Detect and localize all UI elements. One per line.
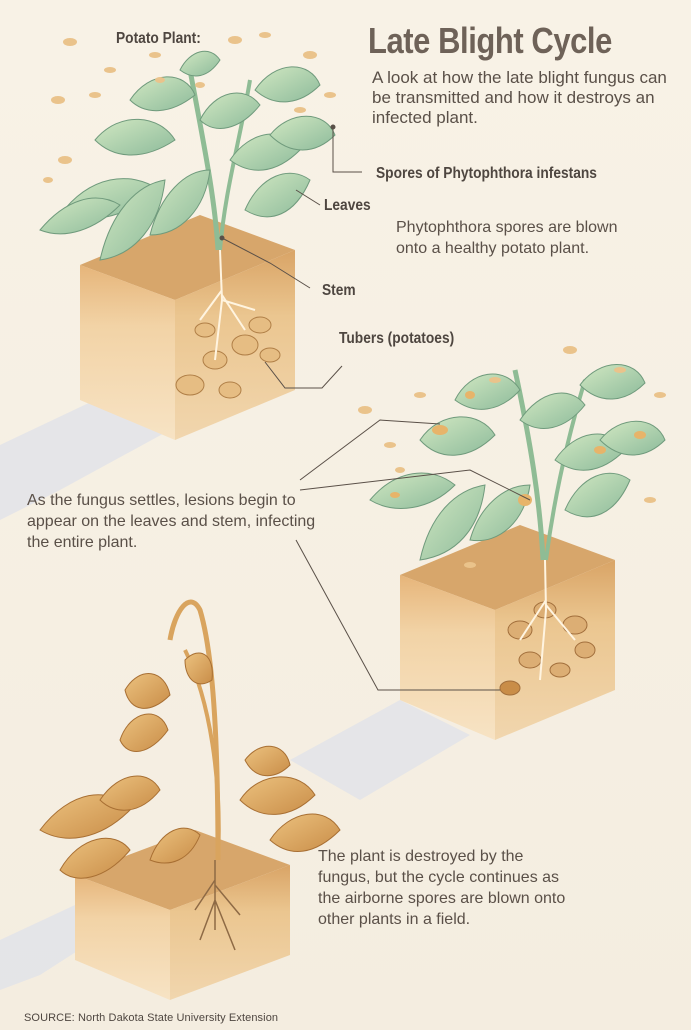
label-tubers: Tubers (potatoes) bbox=[339, 330, 454, 348]
step-2-text: As the fungus settles, lesions begin to … bbox=[27, 490, 322, 553]
destroyed-plant-foliage bbox=[40, 602, 340, 878]
label-spores: Spores of Phytophthora infestans bbox=[376, 165, 597, 183]
step-1-text: Phytophthora spores are blown onto a hea… bbox=[396, 217, 646, 259]
page-subtitle: A look at how the late blight fungus can… bbox=[372, 68, 672, 128]
label-leaves: Leaves bbox=[324, 197, 371, 215]
label-stem: Stem bbox=[322, 282, 356, 300]
label-potato-plant: Potato Plant: bbox=[116, 30, 201, 48]
page-title: Late Blight Cycle bbox=[368, 20, 612, 62]
source-credit: SOURCE: North Dakota State University Ex… bbox=[24, 1012, 278, 1024]
step-3-text: The plant is destroyed by the fungus, bu… bbox=[318, 846, 580, 930]
